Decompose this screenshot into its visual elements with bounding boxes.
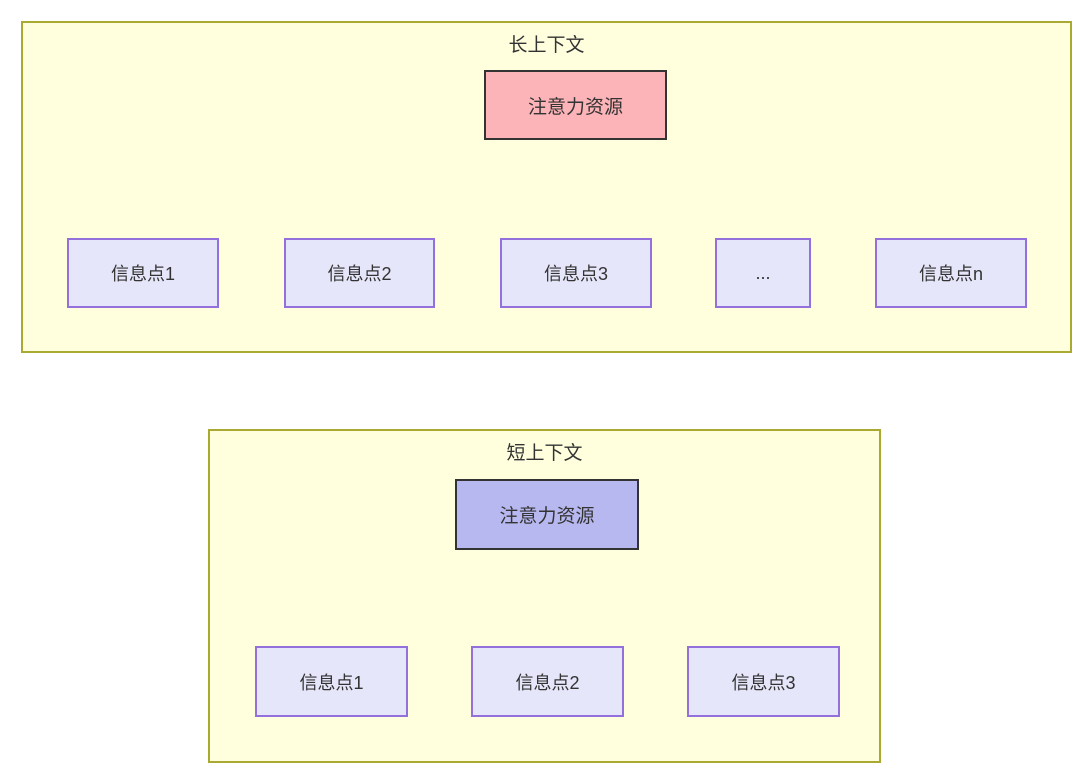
short-context-container: 短上下文 注意力资源 信息点1 信息点2 信息点3 bbox=[208, 429, 881, 763]
long-context-info-node-ellipsis: ... bbox=[715, 238, 811, 308]
long-context-attention-node: 注意力资源 bbox=[484, 70, 667, 140]
info-node-label: 信息点n bbox=[918, 264, 983, 284]
info-node-label: 信息点3 bbox=[543, 264, 608, 284]
long-context-info-node-2: 信息点2 bbox=[284, 238, 435, 308]
long-context-title: 长上下文 bbox=[508, 35, 585, 56]
short-context-title: 短上下文 bbox=[506, 443, 583, 464]
short-context-attention-label: 注意力资源 bbox=[499, 506, 595, 527]
short-context-attention-node: 注意力资源 bbox=[455, 479, 639, 550]
long-context-info-node-3: 信息点3 bbox=[500, 238, 652, 308]
info-node-label: 信息点2 bbox=[327, 264, 392, 284]
info-node-label: ... bbox=[755, 262, 771, 283]
info-node-label: 信息点3 bbox=[731, 672, 796, 693]
info-node-label: 信息点2 bbox=[515, 672, 580, 693]
long-context-attention-label: 注意力资源 bbox=[527, 96, 623, 118]
short-context-info-node-2: 信息点2 bbox=[471, 646, 624, 717]
long-context-info-node-1: 信息点1 bbox=[67, 238, 219, 308]
short-context-info-node-3: 信息点3 bbox=[687, 646, 840, 717]
long-context-info-node-n: 信息点n bbox=[875, 238, 1027, 308]
info-node-label: 信息点1 bbox=[110, 264, 175, 284]
short-context-info-node-1: 信息点1 bbox=[255, 646, 408, 717]
info-node-label: 信息点1 bbox=[299, 672, 364, 693]
long-context-container: 长上下文 注意力资源 信息点1 信息点2 信息点3 ... 信息点n bbox=[21, 21, 1072, 353]
